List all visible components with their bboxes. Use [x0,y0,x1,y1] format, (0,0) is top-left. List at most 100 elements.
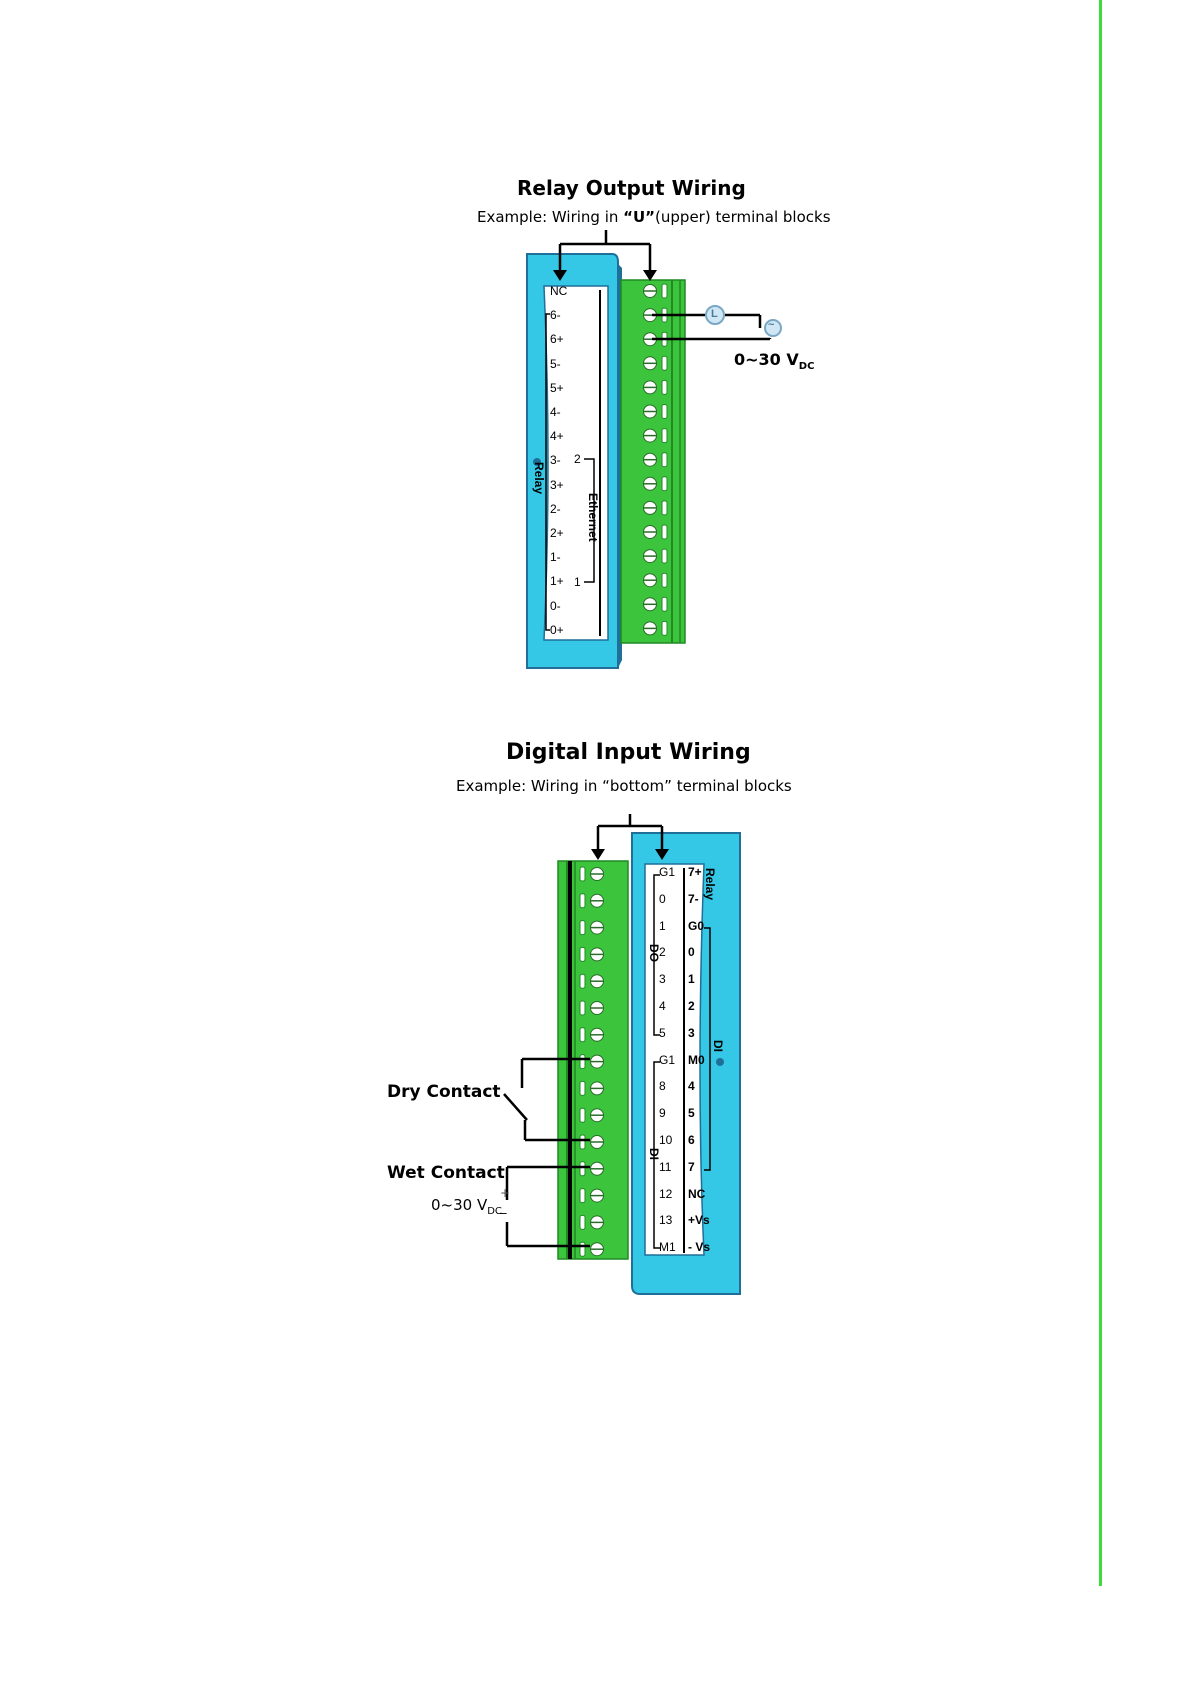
lamp-symbol [705,305,725,325]
wet-contact-label: Wet Contact [387,1163,505,1183]
di-right-pins-pin: 4 [688,1079,695,1094]
relay-subtitle-suffix: (upper) terminal blocks [655,208,831,226]
di-right-pins-pin: M0 [688,1052,705,1067]
di-left-pins-pin: 9 [659,1106,666,1121]
terminal-slot [579,1188,586,1204]
relay-pins-pin: 3+ [550,477,564,492]
di-left-pins-pin: 4 [659,999,666,1013]
relay-pins-pin: 2- [550,501,561,516]
dry-contact-label: Dry Contact [387,1082,501,1102]
relay-pins-pin: 4- [550,405,561,419]
ethernet-label: Ethernet [586,493,600,542]
di-right-pins-pin: 7 [688,1159,695,1174]
di-wiring-arrows [596,814,664,851]
terminal-slot [661,524,668,540]
di-right-pins-pin: - Vs [688,1240,711,1255]
relay-voltage-label: 0~30 VDC [734,350,814,372]
terminal-slot [661,572,668,588]
di-right-pins-pin: NC [688,1186,706,1201]
terminal-slot [579,1054,586,1070]
terminal-slot [579,920,586,936]
ac-source-symbol [764,319,782,337]
di-left-pins-pin: 1 [659,918,666,933]
relay-pins-pin: 3- [550,453,561,468]
di-left-pins-pin: 12 [659,1186,673,1201]
di-left-pins-pin: 3 [659,972,666,987]
di-left-pins-pin: 0 [659,891,666,906]
terminal-slot [661,620,668,636]
terminal-slot [579,1241,586,1257]
ac-source-symbol-label: ~ [768,319,775,331]
relay-group-label-di: Relay [703,868,717,901]
di-voltage-plus: + [500,1186,511,1200]
relay-pins-pin: 2+ [550,526,564,540]
di-right-pins-pin: 2 [688,999,695,1013]
relay-diagram-title: Relay Output Wiring [517,176,746,200]
di-right-pins-pin: 5 [688,1106,695,1121]
terminal-slot [579,1107,586,1123]
di-right-pins-pin: 0 [688,945,695,960]
ethernet-port-bottom: 1 [574,575,581,589]
terminal-slot [661,476,668,492]
di-voltage-sub: DC [487,1206,502,1217]
di-group-label-left: DI [647,1148,661,1160]
di-left-pins-pin: 8 [659,1079,666,1094]
di-right-pins-pin: 7- [688,891,699,906]
relay-pins-pin: 1- [550,550,561,565]
relay-arrow-right [643,270,657,281]
di-voltage-minus: _ [500,1200,507,1215]
relay-wiring-arrows [558,230,652,272]
lamp-symbol-label: L [711,308,718,320]
di-left-pins-pin: G1 [659,865,676,879]
relay-group-label: Relay [532,462,546,495]
do-group-label: DO [647,944,661,962]
di-right-pins-pin: G0 [688,918,705,933]
page-margin-rule [1099,0,1102,1586]
relay-voltage-sub: DC [798,361,815,373]
relay-diagram-subtitle: Example: Wiring in “U”(upper) terminal b… [477,208,831,226]
relay-subtitle-prefix: Example: Wiring in [477,208,624,226]
terminal-slot [661,404,668,419]
di-diagram-title: Digital Input Wiring [506,740,751,765]
di-left-pins-pin: G1 [659,1052,676,1067]
terminal-slot [661,596,668,612]
terminal-slot [661,548,668,564]
terminal-slot [579,1027,586,1043]
terminal-slot [579,1161,586,1177]
relay-pins-pin: 5+ [550,380,564,395]
di-right-pins-pin: 6 [688,1133,695,1147]
di-arrow-left [591,849,605,860]
di-left-pins-pin: 5 [659,1025,666,1040]
relay-pins-pin: 1+ [550,574,564,589]
terminal-slot [661,355,668,371]
terminal-slot [579,973,586,989]
di-diagram-subtitle: Example: Wiring in “bottom” terminal blo… [456,777,792,795]
terminal-slot [579,1000,586,1016]
relay-terminal-screws [643,283,668,636]
terminal-slot [579,1080,586,1096]
relay-pins-pin: 4+ [550,429,564,444]
di-right-pins-pin: +Vs [688,1213,710,1228]
di-left-pins-pin: 10 [659,1133,673,1147]
di-left-pins-pin: 2 [659,945,666,960]
wet-contact-wiring [505,1165,590,1248]
relay-terminal-block [620,279,686,644]
terminal-slot [661,379,668,395]
di-right-pins-pin: 1 [688,972,695,987]
relay-pins-pin: NC [550,284,568,298]
relay-pins-pin: 5- [550,356,561,371]
di-right-pins-pin: 3 [688,1025,695,1040]
terminal-slot [661,500,668,516]
terminal-slot [579,866,586,882]
relay-pins-pin: 6- [550,308,561,323]
relay-pins-pin: 0- [550,598,561,613]
di-left-pins-pin: M1 [659,1240,676,1255]
di-voltage-main: 0~30 V [431,1196,488,1214]
dry-contact-wiring [503,1057,590,1142]
terminal-slot [579,1214,586,1230]
relay-pins-pin: 6+ [550,332,564,347]
terminal-slot [579,1134,586,1150]
relay-load-circuit [652,313,772,341]
terminal-slot [579,946,586,962]
relay-voltage-main: 0~30 V [734,350,799,369]
